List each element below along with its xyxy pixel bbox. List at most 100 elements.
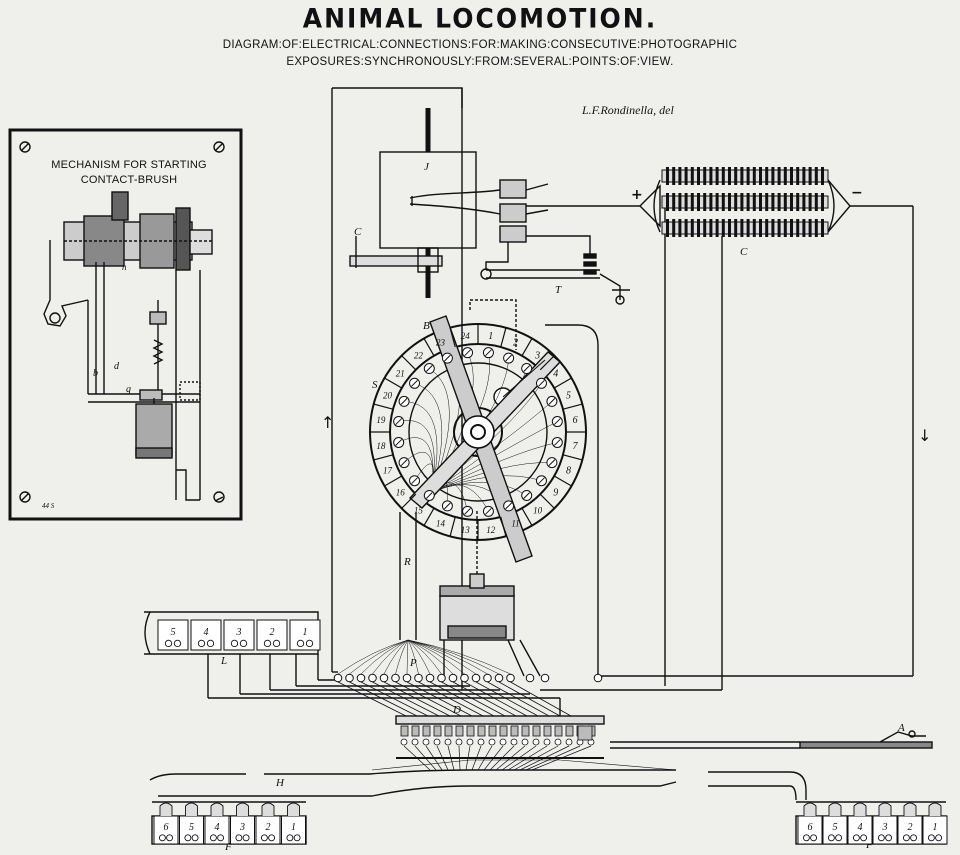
terminal-post (287, 802, 300, 816)
label-H: H (276, 777, 284, 789)
bus-wire-to-board (383, 681, 451, 717)
dial-segment-divider (401, 355, 417, 371)
relay-units (480, 179, 630, 305)
dial-number: 15 (414, 506, 424, 516)
bus-wire-to-board (360, 681, 429, 717)
board-cable-wire (458, 745, 461, 771)
subtitle-line-1: DIAGRAM:OF:ELECTRICAL:CONNECTIONS:FOR:MA… (222, 39, 738, 51)
battery-cell (752, 193, 756, 211)
terminal-screw (206, 639, 215, 648)
battery-cell (666, 219, 669, 237)
battery-cell (728, 193, 731, 211)
battery-cell (759, 193, 762, 211)
dial-number: 9 (553, 488, 558, 499)
label-P: P (410, 657, 417, 669)
bus-terminal (391, 673, 400, 683)
dial-terminal-slot (505, 354, 512, 362)
inset-title: MECHANISM FOR STARTING CONTACT-BRUSH (18, 158, 240, 188)
bus-wire (407, 639, 488, 675)
terminal-screw (810, 834, 818, 842)
dial-terminal-slot (505, 502, 512, 510)
battery-C (639, 179, 851, 233)
battery-cell (790, 167, 793, 185)
dial-segment-divider (562, 403, 583, 410)
board-binder-screw (565, 738, 573, 746)
dial-segment-divider (401, 493, 417, 509)
dial-terminal-slot (444, 354, 451, 362)
dial-terminal-slot (553, 418, 561, 425)
terminal-number: 3 (882, 822, 888, 833)
dial-fan-wire (431, 442, 558, 493)
bus-wire-to-board (498, 681, 561, 717)
battery-cell (796, 219, 800, 237)
terminal-number: 5 (833, 822, 838, 833)
dial-segment-divider (521, 507, 533, 526)
board-binder (510, 725, 519, 737)
terminal-post (159, 802, 173, 816)
dial-terminal-slot (411, 379, 418, 387)
battery-cell (802, 193, 806, 211)
terminal-post (903, 802, 917, 816)
terminal-screw (235, 834, 243, 842)
bus-wire (337, 639, 409, 675)
bus-wire (360, 639, 409, 675)
battery-cell (808, 219, 812, 237)
dial-fan-wire (431, 421, 558, 493)
dial-number: 8 (566, 466, 571, 477)
bus-terminal (448, 673, 458, 683)
electromagnet-J (379, 108, 501, 298)
terminal-screw (166, 834, 174, 842)
dial-terminal-slot (485, 349, 492, 357)
battery-cell (690, 167, 694, 185)
dial-segment-divider (423, 338, 435, 357)
terminal-number: 3 (236, 627, 242, 638)
dial-arm-B (408, 315, 562, 563)
bus-wire (407, 639, 454, 675)
bus-wire (407, 639, 477, 675)
dial-terminal-slot (425, 492, 433, 499)
terminal-screw (902, 834, 910, 842)
terminal-number: 5 (189, 822, 194, 833)
start-key-A (610, 730, 933, 749)
current-up-arrow: ↑ (321, 413, 335, 432)
inset-title-line-2: CONTACT-BRUSH (80, 174, 178, 186)
bus-wire (407, 639, 511, 675)
label-C-battery: C (740, 246, 748, 258)
terminal-cell (179, 815, 204, 845)
battery-cell (808, 167, 812, 185)
board-binder-screw (477, 738, 485, 746)
terminal-screw (272, 639, 281, 648)
board-key-terminal (577, 725, 593, 741)
board-binder-screw (543, 738, 551, 746)
battery-cell (672, 167, 676, 185)
battery-cells (661, 167, 829, 237)
label-F-right: F (866, 839, 873, 851)
board-binder-screw (400, 738, 408, 746)
terminal-number: 6 (164, 822, 169, 833)
bus-terminal (483, 673, 492, 683)
dial-number: 17 (383, 466, 393, 476)
bus-terminal (540, 673, 550, 683)
dial-terminal-slot (548, 459, 556, 466)
board-binder-screw (499, 738, 507, 746)
dial-fan-wire (431, 481, 527, 496)
board-cable-wire (525, 745, 581, 771)
battery-cell (697, 167, 700, 185)
battery-cell (734, 193, 738, 211)
dial-segment-divider (423, 507, 435, 526)
dial-segment-divider (384, 475, 403, 487)
terminal-screw (305, 639, 314, 648)
battery-cell (821, 167, 824, 185)
bus-wire (407, 639, 419, 675)
battery-cell (765, 219, 769, 237)
board-binder-screw (433, 738, 441, 746)
board-binder-screw (532, 738, 540, 746)
board-binder-screw (521, 738, 529, 746)
terminal-number: 4 (858, 822, 863, 833)
battery-cell (740, 167, 744, 185)
dial-terminal-slot (411, 477, 418, 485)
board-binder-screw (444, 738, 452, 746)
